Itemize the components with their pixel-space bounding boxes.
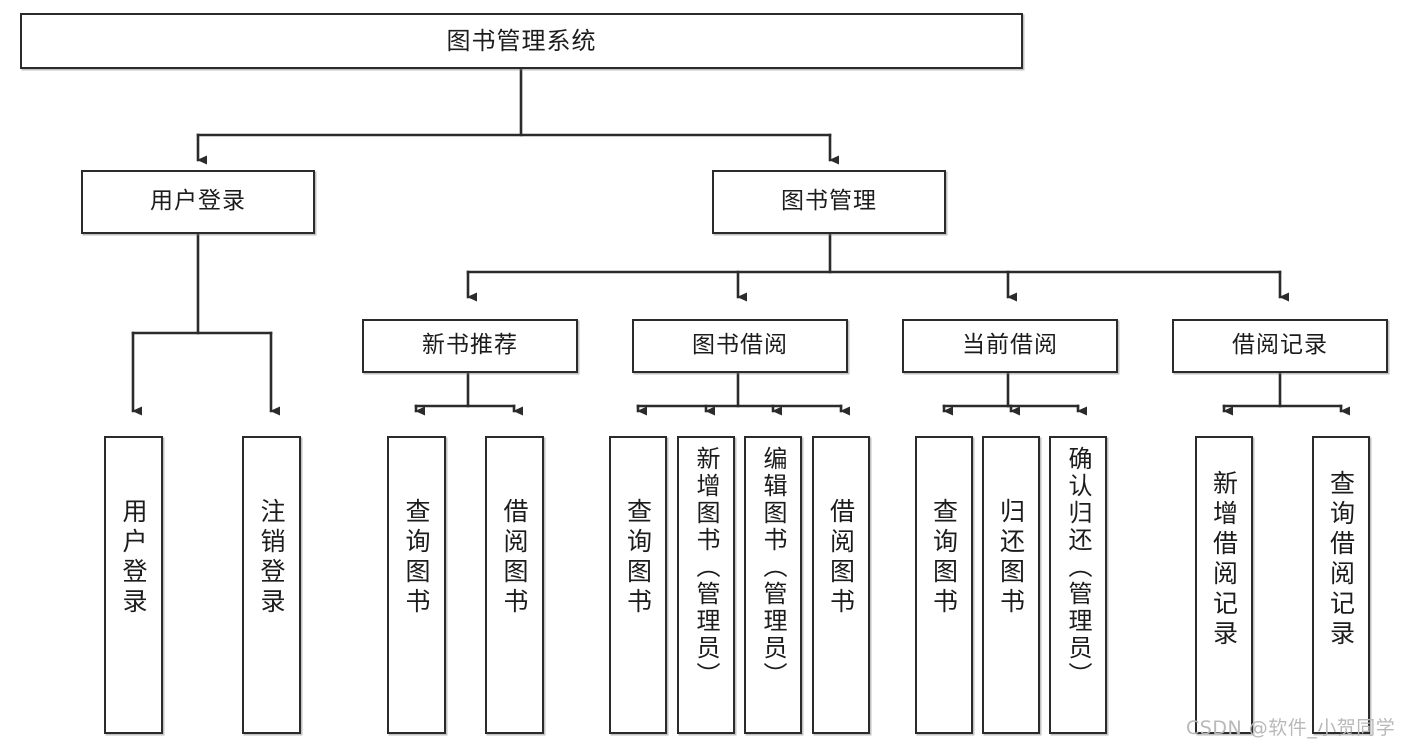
node-leaf-add-record-label: 新增借阅记录 [1209, 470, 1239, 650]
node-leaf-query-book-2[interactable]: 查询图书 [609, 436, 667, 734]
node-leaf-return-book[interactable]: 归还图书 [982, 436, 1040, 734]
node-leaf-confirm-return-label: 确认归还（管理员） [1064, 446, 1092, 689]
node-leaf-query-book-1[interactable]: 查询图书 [387, 436, 446, 734]
node-borrow-record[interactable]: 借阅记录 [1172, 319, 1388, 373]
node-leaf-query-record-label: 查询借阅记录 [1326, 470, 1356, 650]
node-root[interactable]: 图书管理系统 [20, 13, 1023, 69]
node-book-borrow[interactable]: 图书借阅 [632, 319, 848, 373]
node-leaf-query-book-1-label: 查询图书 [402, 498, 431, 618]
node-leaf-user-logout-label: 注销登录 [257, 498, 286, 618]
node-leaf-borrow-book-2-label: 借阅图书 [826, 498, 856, 618]
node-user-login-label: 用户登录 [150, 188, 246, 215]
node-leaf-user-login[interactable]: 用户登录 [104, 436, 163, 734]
watermark-text: CSDN @软件_小贺同学 [1186, 717, 1396, 739]
node-leaf-query-book-3-label: 查询图书 [929, 498, 959, 618]
node-new-book-recommend[interactable]: 新书推荐 [362, 319, 578, 373]
node-leaf-confirm-return[interactable]: 确认归还（管理员） [1049, 436, 1107, 734]
node-leaf-query-book-3[interactable]: 查询图书 [915, 436, 973, 734]
node-leaf-return-book-label: 归还图书 [996, 498, 1026, 618]
node-leaf-borrow-book-1[interactable]: 借阅图书 [485, 436, 544, 734]
node-book-manage-label: 图书管理 [781, 188, 877, 215]
node-leaf-edit-book-label: 编辑图书（管理员） [759, 446, 787, 689]
node-leaf-query-book-2-label: 查询图书 [623, 498, 653, 618]
node-leaf-add-book-label: 新增图书（管理员） [692, 446, 720, 689]
node-current-borrow[interactable]: 当前借阅 [902, 319, 1118, 373]
node-leaf-borrow-book-1-label: 借阅图书 [500, 498, 529, 618]
node-borrow-record-label: 借阅记录 [1232, 332, 1328, 359]
node-leaf-add-book[interactable]: 新增图书（管理员） [677, 436, 735, 734]
node-leaf-user-login-label: 用户登录 [119, 498, 148, 618]
node-leaf-borrow-book-2[interactable]: 借阅图书 [812, 436, 870, 734]
node-leaf-query-record[interactable]: 查询借阅记录 [1312, 436, 1370, 734]
node-leaf-add-record[interactable]: 新增借阅记录 [1195, 436, 1253, 734]
node-book-borrow-label: 图书借阅 [692, 332, 788, 359]
node-current-borrow-label: 当前借阅 [962, 332, 1058, 359]
node-root-label: 图书管理系统 [446, 26, 597, 55]
node-new-book-recommend-label: 新书推荐 [422, 332, 518, 359]
node-leaf-user-logout[interactable]: 注销登录 [242, 436, 301, 734]
node-leaf-edit-book[interactable]: 编辑图书（管理员） [744, 436, 802, 734]
node-book-manage[interactable]: 图书管理 [712, 170, 946, 234]
node-user-login[interactable]: 用户登录 [81, 170, 315, 234]
